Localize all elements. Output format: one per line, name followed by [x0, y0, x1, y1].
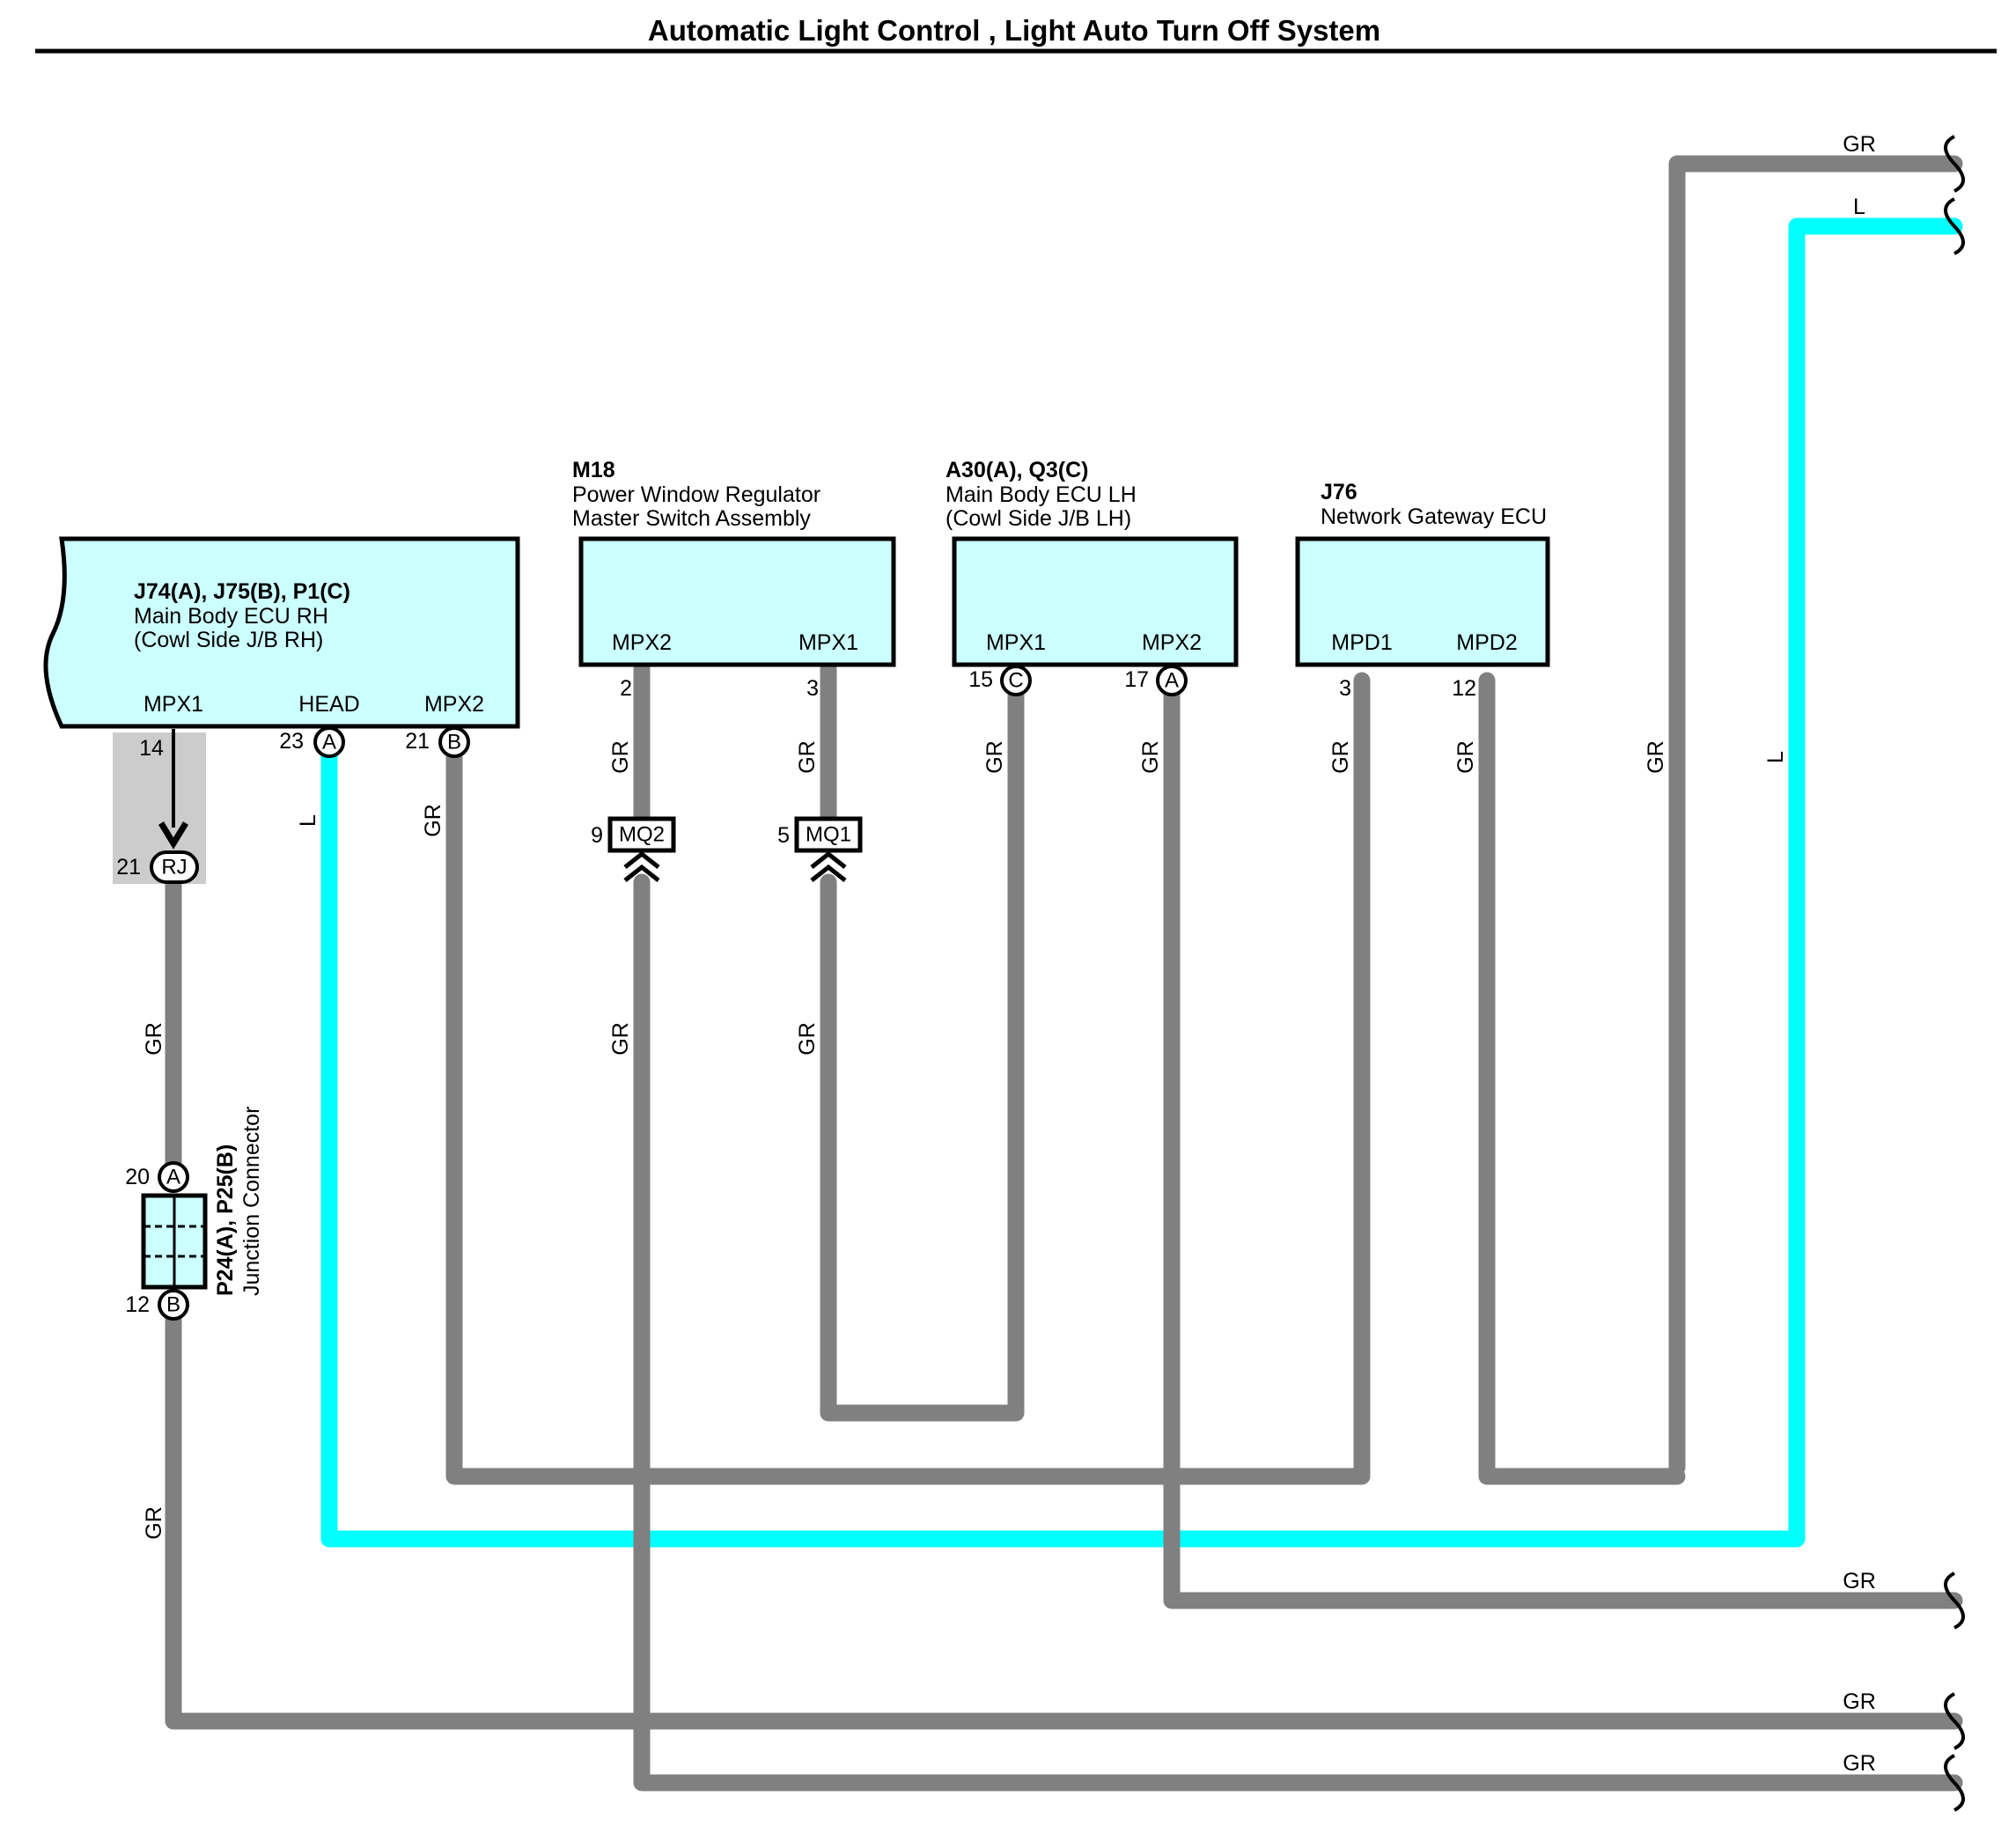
wire-label-gr: GR — [1843, 1751, 1876, 1776]
pin-number: 14 — [139, 736, 164, 761]
ecu-lh-pin-mpx1: MPX1 — [986, 630, 1046, 655]
wire-label-gr: GR — [795, 1022, 820, 1056]
chevron-up-icon — [623, 850, 660, 882]
wire-gr-lh-mpx2 — [1163, 672, 1963, 1609]
wire-label-gr: GR — [1644, 740, 1668, 774]
ecu-lh-pin-mpx2: MPX2 — [1142, 630, 1202, 655]
wire-label-gr: GR — [795, 740, 820, 774]
wire-label-gr: GR — [1843, 1569, 1876, 1593]
connector-circle — [1156, 665, 1188, 696]
diagram-title: Automatic Light Control , Light Auto Tur… — [648, 14, 1380, 47]
ecu-rh-box — [43, 536, 520, 729]
pin-number: 23 — [279, 729, 304, 754]
ecu-lh-location: (Cowl Side J/B LH) — [945, 506, 1131, 531]
connector-circle — [438, 726, 470, 758]
wire-label-l: L — [296, 814, 320, 827]
m18-box — [578, 536, 896, 667]
wire-label-gr: GR — [608, 1022, 633, 1056]
pin-number: 12 — [1452, 676, 1476, 701]
wire-label-gr: GR — [982, 740, 1007, 774]
wire-gr-junction-out — [165, 1296, 1963, 1730]
ecu-rh-location: (Cowl Side J/B RH) — [134, 628, 323, 652]
wire-label-gr: GR — [608, 740, 633, 774]
wire-label-gr: GR — [421, 804, 445, 837]
j76-pin-mpd2: MPD2 — [1456, 630, 1517, 655]
pin-number: 2 — [620, 676, 632, 701]
connector-letter: A — [1165, 669, 1179, 693]
connector-letter: A — [166, 1166, 180, 1189]
arrow-down-icon — [158, 821, 188, 850]
connector-circle — [158, 1161, 189, 1193]
connector-letter: MQ1 — [806, 823, 851, 847]
connector-circle — [313, 726, 345, 758]
wire-label-gr: GR — [1328, 740, 1353, 774]
m18-name: Power Window Regulator — [572, 482, 820, 507]
ecu-lh-box — [952, 536, 1239, 667]
pin-number: 3 — [806, 676, 819, 701]
j76-pin-mpd1: MPD1 — [1331, 630, 1392, 655]
j76-name: Network Gateway ECU — [1321, 504, 1547, 529]
pin-number: 3 — [1339, 676, 1351, 701]
pin-number: 12 — [125, 1292, 150, 1317]
wire-label-l: L — [1853, 195, 1865, 219]
wire-break-marks — [1944, 135, 1965, 1812]
junction-code: P24(A), P25(B) — [213, 1144, 238, 1296]
wire-label-l: L — [1763, 751, 1788, 763]
wire-gr-top-right — [1668, 155, 1963, 1476]
wire-gr-m18-mpx2-lower — [633, 873, 1963, 1792]
ecu-rh-code: J74(A), J75(B), P1(C) — [134, 579, 350, 604]
m18-name-2: Master Switch Assembly — [572, 506, 811, 531]
m18-code: M18 — [572, 458, 615, 482]
wire-l-head — [320, 217, 1963, 1548]
wire-gr-mpd2 — [1478, 672, 1686, 1485]
connector-circle — [158, 1289, 189, 1321]
j76-box — [1295, 536, 1550, 667]
pin-number: 17 — [1124, 667, 1149, 692]
junction-name: Junction Connector — [239, 1107, 264, 1296]
ecu-rh-pin-mpx2: MPX2 — [424, 692, 484, 717]
connector-letter: B — [166, 1293, 180, 1317]
wire-gr-mpx2-mpd1 — [445, 672, 1371, 1485]
m18-pin-mpx1: MPX1 — [798, 630, 858, 655]
m18-pin-mpx2: MPX2 — [612, 630, 672, 655]
connector-rj — [150, 850, 199, 884]
wire-label-gr: GR — [142, 1506, 166, 1540]
pin-number: 9 — [591, 823, 603, 848]
pin-number: 21 — [116, 855, 141, 880]
connector-letter: RJ — [161, 856, 187, 880]
wire-label-gr: GR — [1453, 740, 1478, 774]
pin-number: 21 — [405, 729, 430, 754]
ecu-rh-pin-head: HEAD — [298, 692, 359, 717]
pin-number: 5 — [777, 823, 790, 848]
connector-letter: MQ2 — [619, 823, 665, 847]
ecu-lh-name: Main Body ECU LH — [945, 482, 1137, 507]
connector-letter: A — [322, 731, 336, 754]
connector-letter: B — [447, 731, 461, 754]
wire-label-gr: GR — [1843, 1689, 1876, 1714]
pin-number: 20 — [125, 1165, 150, 1189]
wire-label-gr: GR — [1138, 740, 1163, 774]
wire-gr-mpx1-loop — [820, 672, 1025, 1422]
connector-mq2 — [607, 816, 676, 853]
chevron-up-icon — [810, 850, 847, 882]
ecu-rh-pin-mpx1: MPX1 — [143, 692, 203, 717]
connector-mq1 — [794, 816, 863, 853]
connector-circle — [1000, 665, 1032, 696]
wire-label-gr: GR — [142, 1022, 166, 1056]
wire-label-gr: GR — [1843, 132, 1876, 157]
ecu-rh-name: Main Body ECU RH — [134, 604, 328, 629]
connector-letter: C — [1008, 669, 1023, 693]
ecu-lh-code: A30(A), Q3(C) — [945, 458, 1089, 482]
j76-code: J76 — [1321, 480, 1357, 504]
pin-number: 15 — [968, 667, 993, 692]
